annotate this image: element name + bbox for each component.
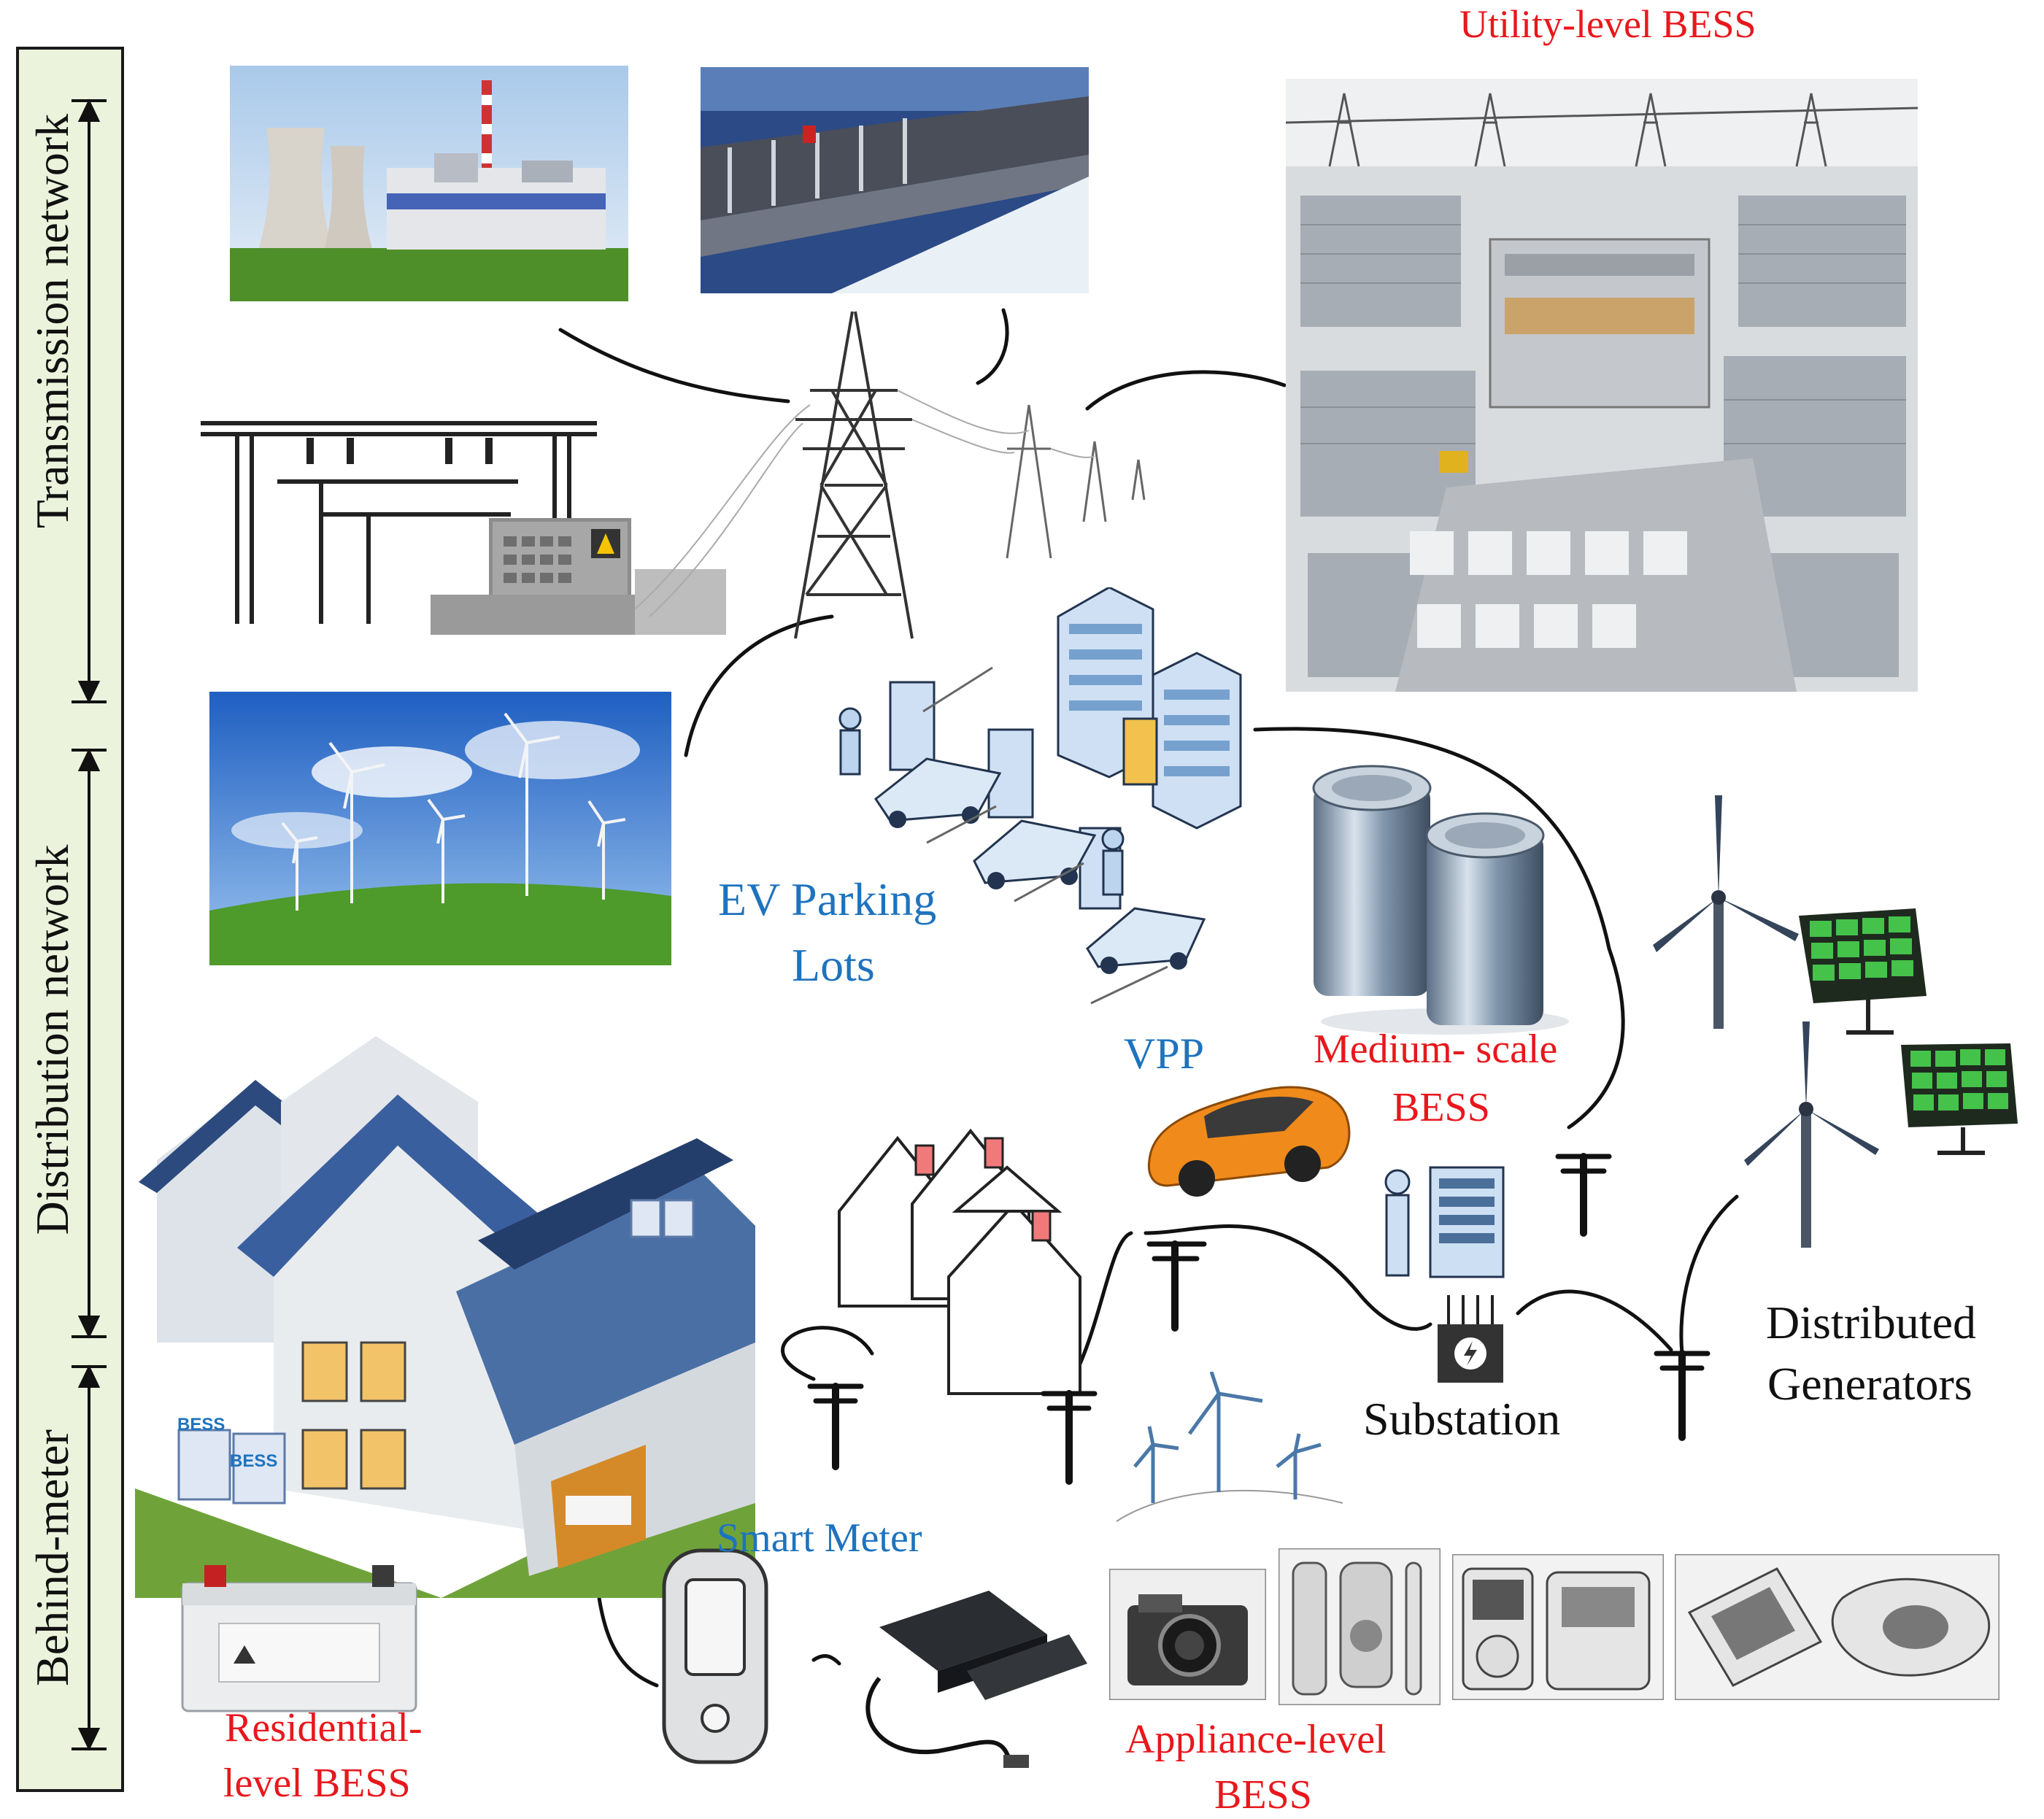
small-wind-turbines-illustration xyxy=(1109,1372,1350,1525)
medium-scale-bess-canisters-image xyxy=(1306,762,1576,1036)
vpp-control-center-illustration xyxy=(1372,1160,1518,1284)
residential-bess-label-line2: level BESS xyxy=(223,1761,411,1806)
network-level-sidebar xyxy=(16,47,124,1792)
residential-bess-label-line1: Residential- xyxy=(225,1705,423,1750)
media-player-image xyxy=(1452,1554,1664,1700)
distributed-generators-label-line1: Distributed xyxy=(1766,1297,1976,1348)
vpp-label: VPP xyxy=(1124,1030,1205,1078)
substation-transformer-icon xyxy=(1416,1291,1525,1386)
distributed-generators-illustration xyxy=(1642,788,2043,1255)
substation-label: Substation xyxy=(1363,1393,1561,1445)
distributed-generators-label-line2: Generators xyxy=(1767,1358,1972,1410)
ev-parking-lots-label-line1: EV Parking xyxy=(718,873,937,925)
utility-bess-label: Utility-level BESS xyxy=(1459,2,1756,46)
camera-image xyxy=(1109,1569,1266,1700)
appliance-bess-label-line1: Appliance-level xyxy=(1125,1717,1387,1762)
residential-battery-image xyxy=(175,1554,423,1718)
handheld-devices-image xyxy=(1675,1554,1999,1700)
residential-house-image xyxy=(135,1036,755,1598)
wind-farm-image xyxy=(209,692,671,965)
smart-meter-device-image xyxy=(657,1547,774,1766)
smart-meter-label: Smart Meter xyxy=(717,1515,922,1561)
vpp-houses-illustration xyxy=(832,1124,1138,1401)
medium-scale-bess-label-line2: BESS xyxy=(1392,1085,1490,1130)
hydro-dam-image xyxy=(701,67,1089,293)
ev-parking-lot-illustration xyxy=(803,587,1255,1025)
appliance-bess-label-line2: BESS xyxy=(1214,1772,1312,1818)
power-bank-image xyxy=(836,1583,1091,1773)
thermal-power-plant-image xyxy=(230,66,628,301)
bess-tag-2: BESS xyxy=(230,1451,278,1471)
medium-scale-bess-label-line1: Medium- scale xyxy=(1314,1027,1558,1072)
bess-tag-1: BESS xyxy=(177,1415,225,1434)
transmission-substation-illustration xyxy=(197,303,1168,646)
ev-parking-lots-label-line2: Lots xyxy=(792,939,875,991)
shaver-toothbrush-image xyxy=(1279,1548,1441,1705)
utility-bess-facility-image xyxy=(1286,79,1918,692)
vpp-electric-car-image xyxy=(1138,1051,1357,1211)
